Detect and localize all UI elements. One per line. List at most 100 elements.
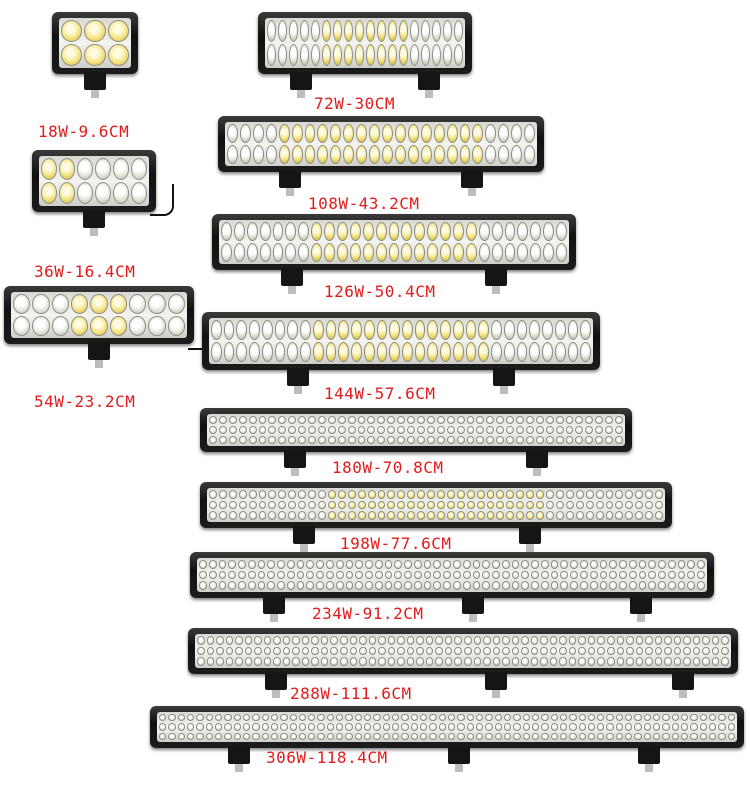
led-chip (459, 145, 471, 164)
led-chip (425, 646, 434, 656)
led-chip (727, 714, 735, 722)
led-chip (355, 560, 364, 569)
mounting-bracket (84, 72, 106, 98)
led-chip (270, 723, 279, 731)
led-chip (312, 342, 324, 362)
led-chip (524, 145, 535, 164)
led-chip (444, 636, 453, 645)
led-chip (333, 20, 342, 42)
led-chip (555, 426, 564, 434)
led-chip (113, 182, 129, 204)
led-chip (423, 570, 432, 580)
led-chip (287, 342, 299, 362)
led-chip (384, 581, 393, 590)
led-chip (282, 636, 291, 645)
led-chip (218, 560, 227, 569)
led-chip (443, 20, 452, 42)
led-chip (536, 511, 545, 520)
led-chip (645, 646, 653, 656)
led-chip (265, 145, 277, 164)
led-chip (559, 732, 568, 740)
led-chip (159, 723, 167, 731)
led-chip (414, 320, 426, 340)
size-label-36w: 36W-16.4CM (34, 262, 136, 281)
led-chip (318, 500, 326, 510)
led-chip (278, 145, 290, 164)
led-lens (197, 558, 707, 592)
led-chip (211, 320, 222, 340)
led-chip (355, 581, 364, 590)
led-chip (365, 560, 373, 569)
led-chip (317, 416, 326, 424)
led-chip (287, 320, 299, 340)
led-chip (278, 124, 290, 143)
led-chip (235, 657, 243, 666)
led-chip (433, 560, 442, 569)
led-chip (224, 714, 232, 722)
led-chip (228, 570, 237, 580)
led-chip (516, 342, 528, 362)
led-chip (246, 243, 258, 262)
led-chip (607, 646, 615, 656)
led-chip (280, 732, 288, 740)
led-chip (658, 560, 666, 569)
led-chip (209, 416, 217, 424)
led-chip (606, 723, 614, 731)
led-chip (292, 646, 300, 656)
led-chip (443, 44, 452, 66)
led-chip (525, 426, 534, 434)
led-chip (550, 570, 559, 580)
led-chip (402, 320, 413, 340)
mounting-bracket (629, 596, 652, 622)
led-chip (699, 714, 708, 722)
led-chip (702, 646, 710, 656)
led-chip (502, 646, 510, 656)
mounting-bracket (292, 526, 315, 552)
led-chip (340, 657, 348, 666)
led-chip (457, 723, 465, 731)
led-chip (664, 657, 672, 666)
led-chip (425, 657, 434, 666)
led-chip (406, 636, 415, 645)
led-chip (404, 570, 412, 580)
led-chip (595, 416, 604, 424)
led-chip (690, 723, 698, 731)
led-chip (435, 646, 443, 656)
light-bar-3 (4, 286, 194, 344)
led-chip (304, 145, 316, 164)
led-chip (585, 511, 594, 520)
led-chip (322, 44, 331, 66)
led-chip (225, 646, 234, 656)
led-lens (157, 712, 737, 742)
led-chip (311, 646, 319, 656)
led-chip (578, 636, 586, 645)
led-chip (475, 714, 484, 722)
light-bar-7 (202, 312, 600, 370)
led-chip (711, 657, 720, 666)
led-chip (288, 416, 297, 424)
led-chip (433, 570, 442, 580)
led-chip (286, 570, 295, 580)
led-chip (272, 243, 284, 262)
led-chip (580, 320, 591, 340)
led-chip (486, 500, 495, 510)
led-chip (233, 222, 245, 241)
led-chip (367, 500, 376, 510)
led-chip (388, 243, 400, 262)
led-chip (466, 416, 475, 424)
led-chip (456, 490, 465, 499)
led-chip (377, 490, 386, 499)
led-chip (399, 20, 408, 42)
led-chip (536, 500, 545, 510)
led-chip (615, 511, 624, 520)
led-chip (330, 646, 339, 656)
led-chip (368, 657, 377, 666)
led-chip (311, 243, 323, 262)
led-chip (443, 560, 451, 569)
led-chip (483, 646, 491, 656)
led-chip (228, 426, 237, 434)
led-chip (496, 436, 505, 444)
led-chip (570, 570, 578, 580)
led-chip (387, 500, 396, 510)
led-chip (697, 581, 705, 590)
